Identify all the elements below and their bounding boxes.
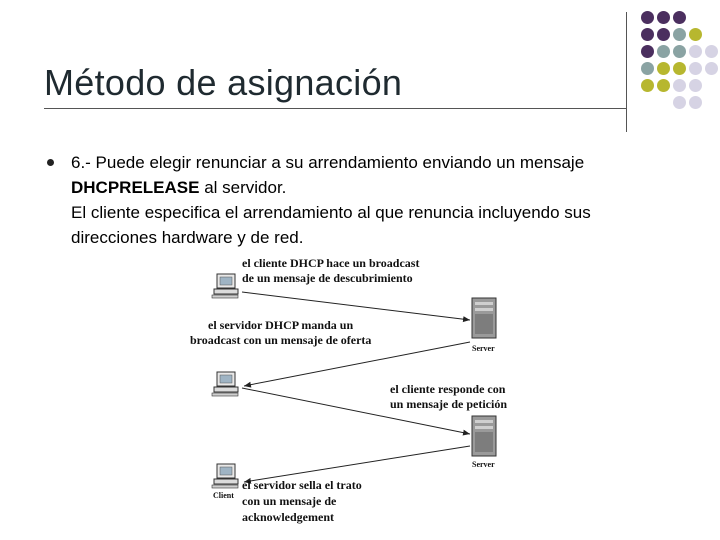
decor-dot (641, 28, 654, 41)
decor-dot (641, 45, 654, 58)
decor-dot (689, 28, 702, 41)
decor-dot (657, 45, 670, 58)
message-ack-line-3: acknowledgement (242, 510, 334, 524)
server-label: Server (472, 460, 495, 469)
server-icon (471, 415, 497, 457)
dhcp-exchange-diagram: el cliente DHCP hace un broadcast de un … (180, 250, 540, 530)
message-offer-line-1: el servidor DHCP manda un (208, 318, 354, 332)
arrow-ack (243, 445, 471, 484)
decor-dot (657, 11, 670, 24)
decor-dot (657, 28, 670, 41)
arrow-offer (243, 341, 471, 388)
decor-dot (689, 45, 702, 58)
title-underline (44, 108, 626, 109)
message-ack-line-1: el servidor sella el trato (242, 478, 362, 492)
bullet-line-2-rest: al servidor. (199, 178, 287, 197)
decor-dot (673, 28, 686, 41)
bullet-line-1: 6.- Puede elegir renunciar a su arrendam… (71, 153, 585, 172)
decor-dot (673, 62, 686, 75)
slide-title: Método de asignación (44, 62, 403, 103)
server-icon (471, 297, 497, 339)
client-computer-icon (211, 273, 239, 299)
message-discover-line-1: el cliente DHCP hace un broadcast (242, 256, 420, 270)
decor-dot (657, 79, 670, 92)
arrow-discover (241, 291, 471, 323)
client-computer-icon (211, 463, 239, 489)
client-computer-icon (211, 371, 239, 397)
decor-dot (641, 11, 654, 24)
diagram-svg (211, 273, 497, 489)
message-offer-line-2: broadcast con un mensaje de oferta (190, 333, 372, 347)
arrow-request (241, 387, 471, 436)
decor-dot (705, 62, 718, 75)
server-label: Server (472, 344, 495, 353)
decor-dot (657, 62, 670, 75)
decor-dot (641, 62, 654, 75)
decor-dot (689, 62, 702, 75)
bullet-text: 6.- Puede elegir renunciar a su arrendam… (71, 150, 691, 250)
bullet-icon (47, 159, 54, 166)
client-label: Client (213, 491, 234, 500)
dhcprelease-keyword: DHCPRELEASE (71, 178, 200, 197)
decor-dot (673, 11, 686, 24)
decor-dot (705, 45, 718, 58)
decor-dot (673, 45, 686, 58)
message-ack-line-2: con un mensaje de (242, 494, 337, 508)
decor-dot (689, 96, 702, 109)
decor-dot (673, 96, 686, 109)
message-request-line-2: un mensaje de petición (390, 397, 507, 411)
message-request-line-1: el cliente responde con (390, 382, 506, 396)
decorative-dot-grid (637, 9, 720, 119)
message-discover-line-2: de un mensaje de descubrimiento (242, 271, 413, 285)
decorative-vertical-line (626, 12, 627, 132)
decor-dot (673, 79, 686, 92)
bullet-line-2: DHCPRELEASE al servidor. (71, 175, 691, 200)
bullet-line-3: El cliente especifica el arrendamiento a… (71, 203, 591, 247)
decor-dot (641, 79, 654, 92)
decor-dot (689, 79, 702, 92)
